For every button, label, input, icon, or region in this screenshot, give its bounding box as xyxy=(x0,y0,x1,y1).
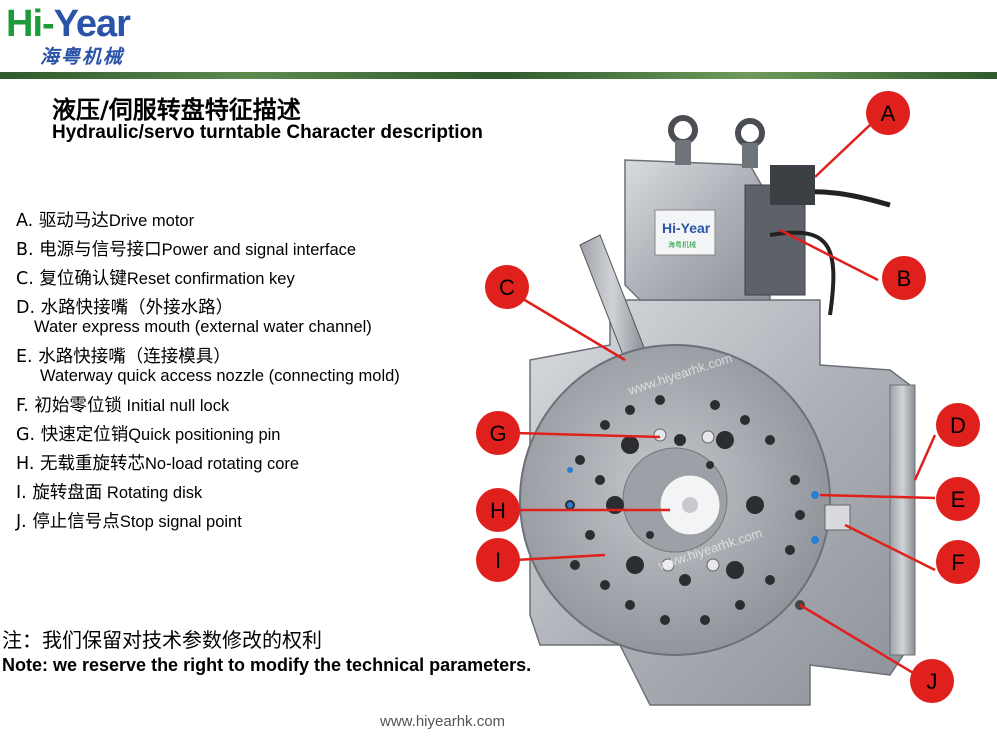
item-letter: C. xyxy=(16,269,34,289)
callout-letter-d: D xyxy=(950,413,966,438)
plate-cn: 海粤机械 xyxy=(668,240,696,249)
item-cn: 无载重旋转芯 xyxy=(40,454,145,474)
callout-b: B xyxy=(882,256,926,300)
feature-item-c: C. 复位确认键Reset confirmation key xyxy=(16,265,486,294)
item-en: Reset confirmation key xyxy=(126,270,295,288)
callout-letter-f: F xyxy=(951,550,964,575)
header-divider-band xyxy=(0,72,997,79)
company-logo: Hi-Year 海粤机械 xyxy=(6,4,166,68)
logo-year: Year xyxy=(53,3,131,45)
item-letter: F. xyxy=(16,396,29,416)
feature-item-e: E. 水路快接嘴（连接模具） xyxy=(16,343,486,372)
callout-letter-i: I xyxy=(495,548,501,573)
turntable-illustration: Hi-Year 海粤机械 www.hiyearhk.com www.hiyear… xyxy=(470,91,980,706)
callout-e: E xyxy=(936,477,980,521)
item-en: Rotating disk xyxy=(102,484,203,502)
callout-i: I xyxy=(476,538,520,582)
callout-letter-a: A xyxy=(881,101,896,126)
callout-letter-e: E xyxy=(951,487,966,512)
feature-item-g: G. 快速定位销Quick positioning pin xyxy=(16,421,486,450)
item-letter: A. xyxy=(16,211,34,231)
feature-item-e-english: Waterway quick access nozzle (connecting… xyxy=(40,367,400,385)
watermark-1: www.hiyearhk.com xyxy=(470,330,479,378)
callout-d: D xyxy=(936,403,980,447)
item-letter: J. xyxy=(16,512,27,532)
item-en: Power and signal interface xyxy=(161,241,357,259)
logo-dash: - xyxy=(42,3,55,45)
item-letter: I. xyxy=(16,483,27,503)
item-cn: 驱动马达 xyxy=(38,211,109,231)
callout-f: F xyxy=(936,540,980,584)
feature-item-d: D. 水路快接嘴（外接水路） xyxy=(16,294,486,323)
feature-item-b: B. 电源与信号接口Power and signal interface xyxy=(16,236,486,265)
item-en: Drive motor xyxy=(108,212,195,230)
item-cn: 快速定位销 xyxy=(40,425,129,445)
disclaimer-chinese: 注：我们保留对技术参数修改的权利 xyxy=(2,628,322,652)
feature-item-d-english: Water express mouth (external water chan… xyxy=(34,318,372,336)
callout-lines xyxy=(514,124,937,682)
callout-letter-c: C xyxy=(499,275,515,300)
item-letter: H. xyxy=(16,454,35,474)
rotating-disk xyxy=(519,344,831,656)
page-title-english: Hydraulic/servo turntable Character desc… xyxy=(52,122,483,143)
water-nozzles xyxy=(567,467,819,544)
item-cn: 电源与信号接口 xyxy=(39,240,162,260)
motor-housing xyxy=(624,115,891,316)
callout-letter-h: H xyxy=(490,498,506,523)
item-cn: 复位确认键 xyxy=(39,269,127,289)
callout-letter-b: B xyxy=(897,266,912,291)
callout-letter-g: G xyxy=(489,421,506,446)
feature-item-j: J. 停止信号点Stop signal point xyxy=(16,508,486,537)
item-en: Quick positioning pin xyxy=(128,426,281,444)
plate-label: Hi-Year xyxy=(662,220,711,236)
logo-hi: Hi xyxy=(6,3,43,45)
callout-j: J xyxy=(910,659,954,703)
callout-a: A xyxy=(866,91,910,135)
quick-positioning-pins xyxy=(653,428,720,572)
callout-letter-j: J xyxy=(927,669,938,694)
callout-c: C xyxy=(485,265,529,309)
feature-list: A. 驱动马达Drive motor B. 电源与信号接口Power and s… xyxy=(16,207,486,537)
item-letter: E. xyxy=(16,347,33,367)
item-cn: 旋转盘面 xyxy=(32,483,103,503)
callout-h: H xyxy=(476,488,520,532)
item-en: Initial null lock xyxy=(121,397,230,415)
callout-g: G xyxy=(476,411,520,455)
feature-item-i: I. 旋转盘面 Rotating disk xyxy=(16,479,486,508)
item-cn: 停止信号点 xyxy=(32,512,120,532)
feature-item-f: F. 初始零位锁 Initial null lock xyxy=(16,392,486,421)
logo-chinese-name: 海粤机械 xyxy=(40,46,125,68)
item-cn: 水路快接嘴（连接模具） xyxy=(38,347,231,367)
disclaimer-english: Note: we reserve the right to modify the… xyxy=(2,655,532,675)
footer-website: www.hiyearhk.com xyxy=(380,713,506,730)
item-letter: B. xyxy=(16,240,34,260)
item-cn: 初始零位锁 xyxy=(34,396,122,416)
item-en: Stop signal point xyxy=(119,513,242,531)
page-title-chinese: 液压/伺服转盘特征描述 xyxy=(52,96,301,124)
item-letter: G. xyxy=(16,425,36,445)
logo-wordmark: Hi-Year xyxy=(6,3,131,45)
item-cn: 水路快接嘴（外接水路） xyxy=(40,298,234,318)
item-en: No-load rotating core xyxy=(145,455,300,473)
feature-item-h: H. 无载重旋转芯No-load rotating core xyxy=(16,450,486,479)
feature-item-a: A. 驱动马达Drive motor xyxy=(16,207,486,236)
item-letter: D. xyxy=(16,298,36,318)
